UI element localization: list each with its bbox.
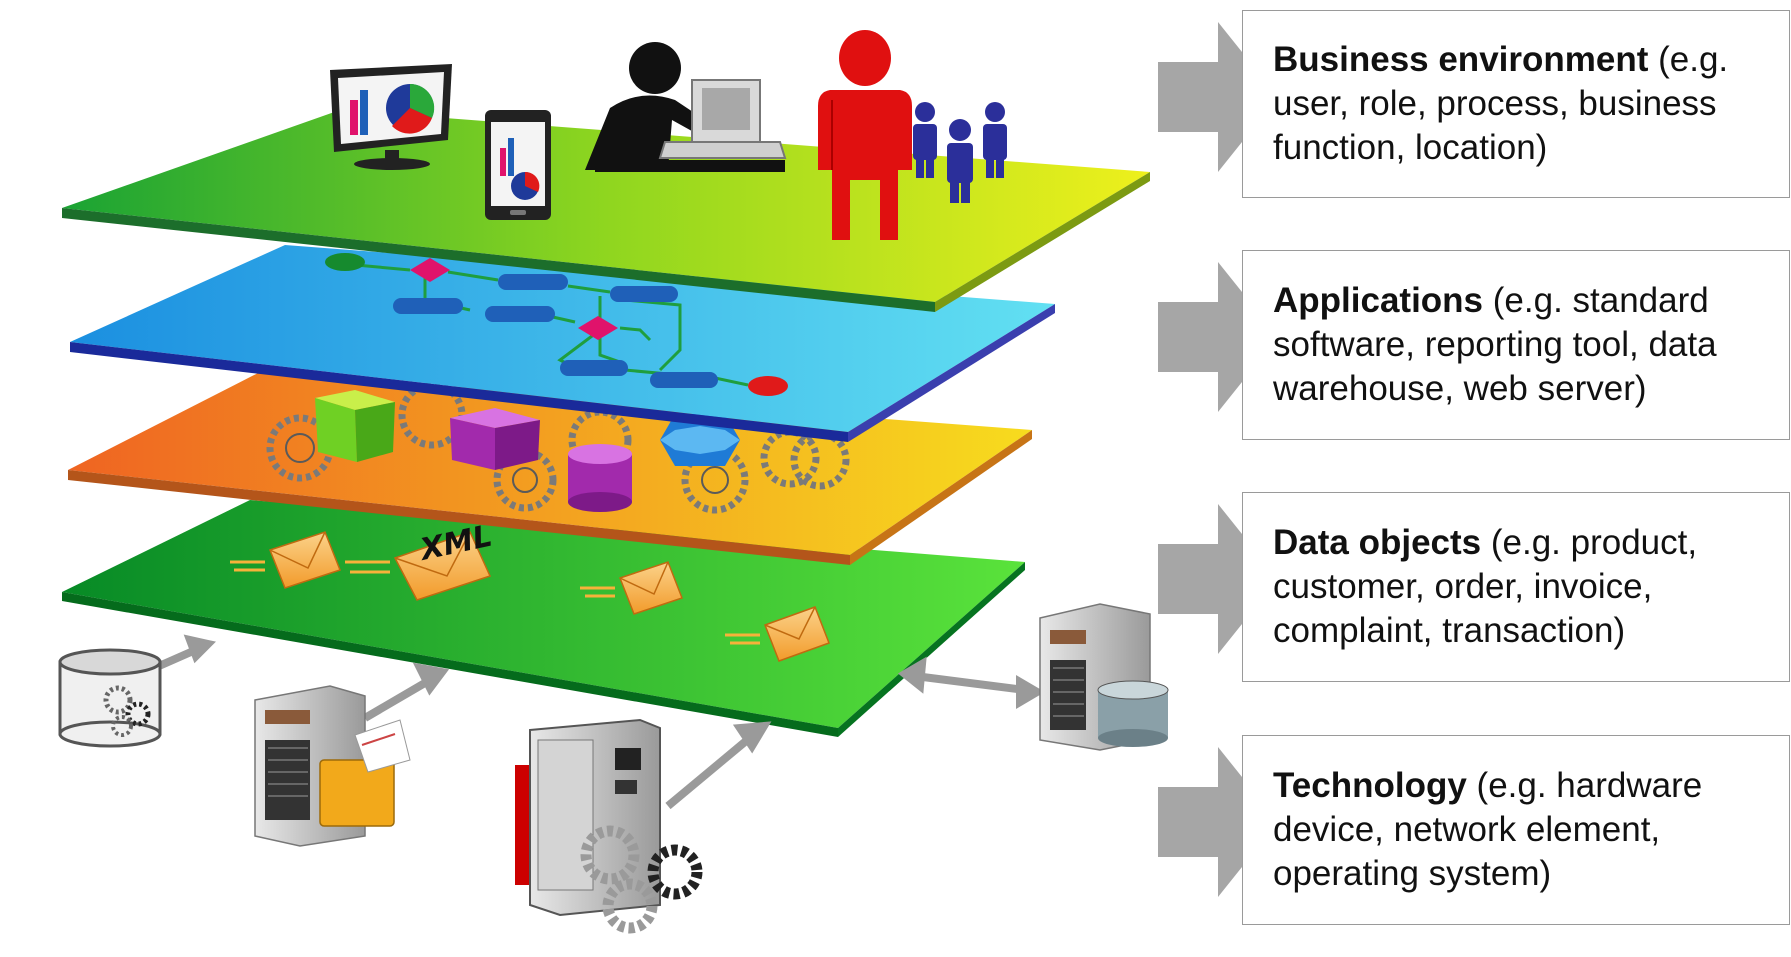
- cube-icon: [315, 390, 395, 462]
- gear-icon: [285, 433, 729, 494]
- tablet-chart-icon: [485, 110, 551, 220]
- layer-name: Technology: [1273, 766, 1467, 805]
- database-icon: [58, 648, 162, 748]
- server-icon: [1039, 603, 1169, 751]
- person-icon: [818, 30, 912, 240]
- cylinder-icon: [568, 444, 632, 512]
- cube-icon: [450, 408, 540, 470]
- layer-description: (e.g. user, role, process, business func…: [1273, 40, 1729, 167]
- connector-arrows: [148, 634, 1045, 810]
- applications-label: Applications (e.g. standard software, re…: [1242, 250, 1790, 440]
- layer-name: Applications: [1273, 281, 1484, 320]
- technology-label: Technology (e.g. hardware device, networ…: [1242, 735, 1790, 925]
- monitor-chart-icon: [330, 64, 452, 170]
- layer-name: Data objects: [1273, 523, 1482, 562]
- data-objects-label: Data objects (e.g. product, customer, or…: [1242, 492, 1790, 682]
- group-icon: [913, 102, 1007, 203]
- layer-description: (e.g. standard software, reporting tool,…: [1273, 281, 1717, 408]
- layer-description: (e.g. hardware device, network element, …: [1273, 766, 1703, 893]
- layer-description: (e.g. product, customer, order, invoice,…: [1273, 523, 1698, 650]
- folder-icon: [319, 719, 411, 827]
- user-at-computer-icon: [585, 42, 787, 172]
- process-flow-icon: [325, 253, 788, 396]
- gear-icon: [580, 825, 703, 934]
- architecture-layers-illustration: XML: [58, 30, 1169, 934]
- envelope-icon: XML: [230, 519, 830, 662]
- layer-name: Business environment: [1273, 40, 1649, 79]
- business-environment-label: Business environment (e.g. user, role, p…: [1242, 10, 1790, 198]
